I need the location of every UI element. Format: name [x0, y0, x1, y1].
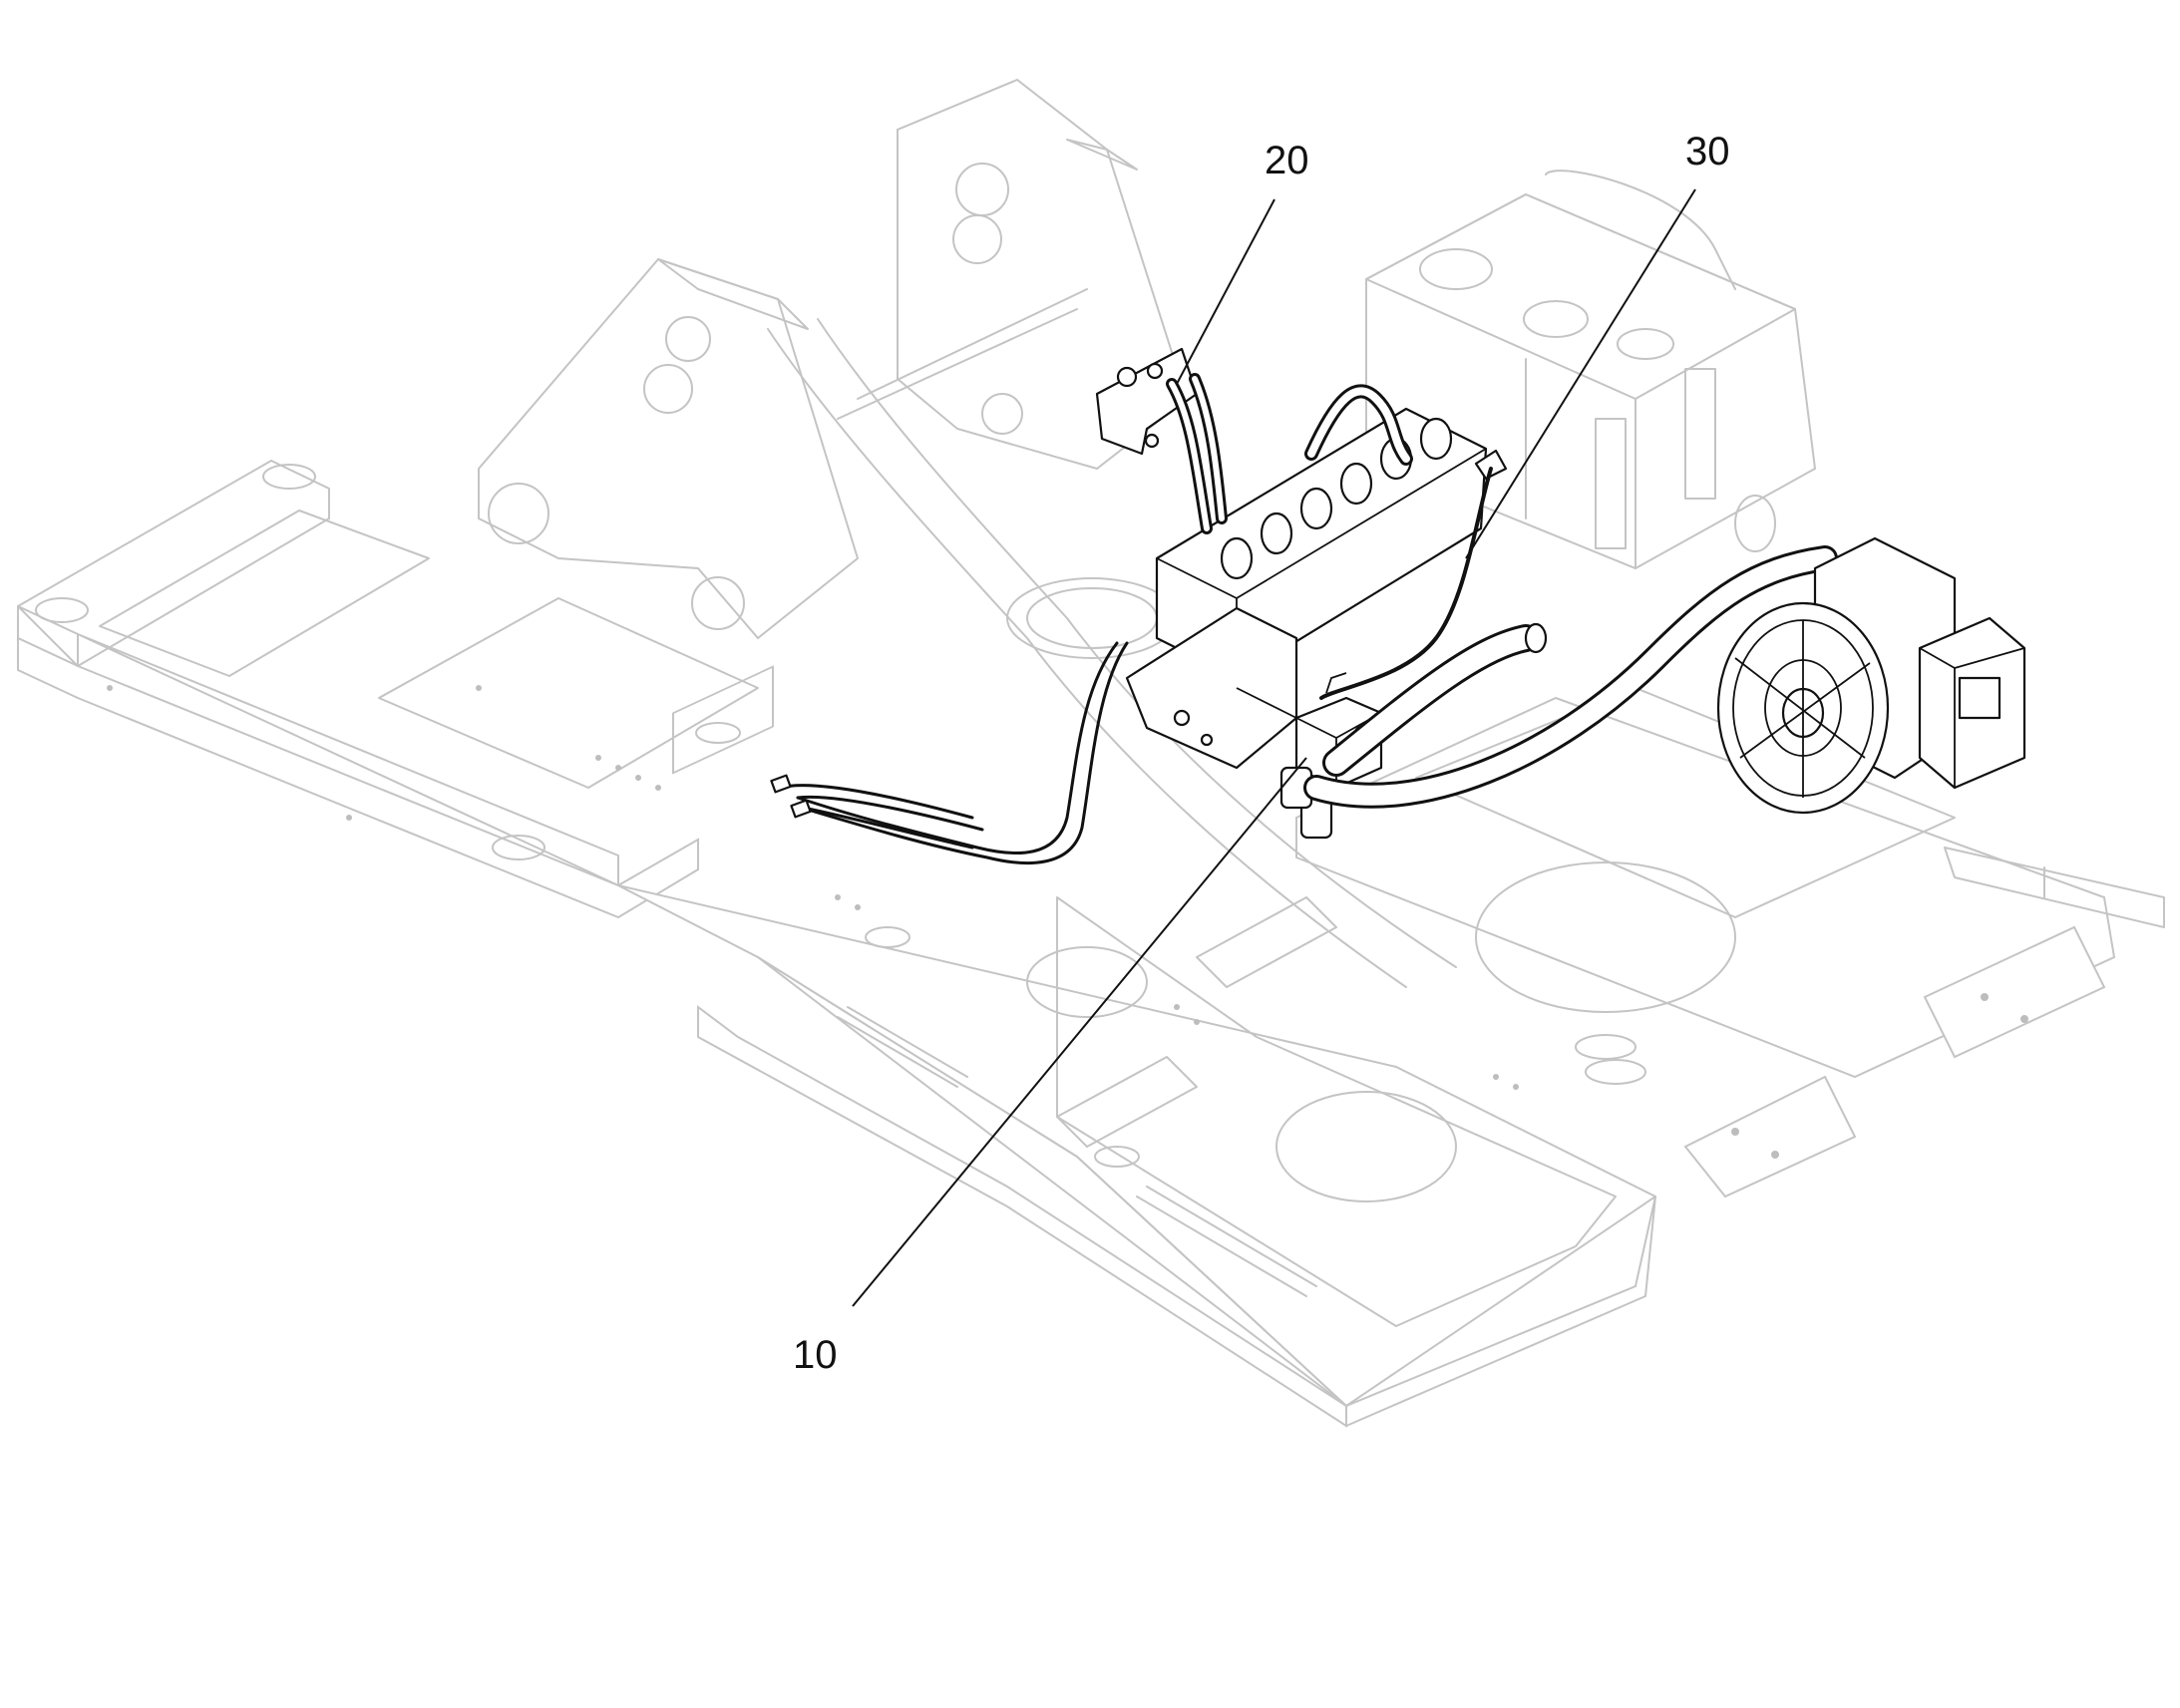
leader-30 [1465, 188, 1696, 559]
bolt-holes [107, 685, 2028, 1159]
right-rear-frame [1295, 687, 2165, 1198]
main-base-frame [617, 884, 1657, 1428]
leader-lines [852, 188, 1696, 1307]
callout-10: 10 [793, 1333, 838, 1377]
leader-10 [852, 757, 1307, 1307]
callout-30: 30 [1685, 130, 1730, 173]
swing-bearing-ring [1006, 577, 1178, 659]
leader-20 [1176, 198, 1275, 385]
callout-20: 20 [1265, 139, 1309, 182]
upper-frame-structure [17, 78, 2165, 1428]
control-valve-assembly [1095, 347, 1508, 770]
boom-mount-towers [478, 78, 1457, 988]
pump-hose-assembly [1303, 536, 2026, 815]
